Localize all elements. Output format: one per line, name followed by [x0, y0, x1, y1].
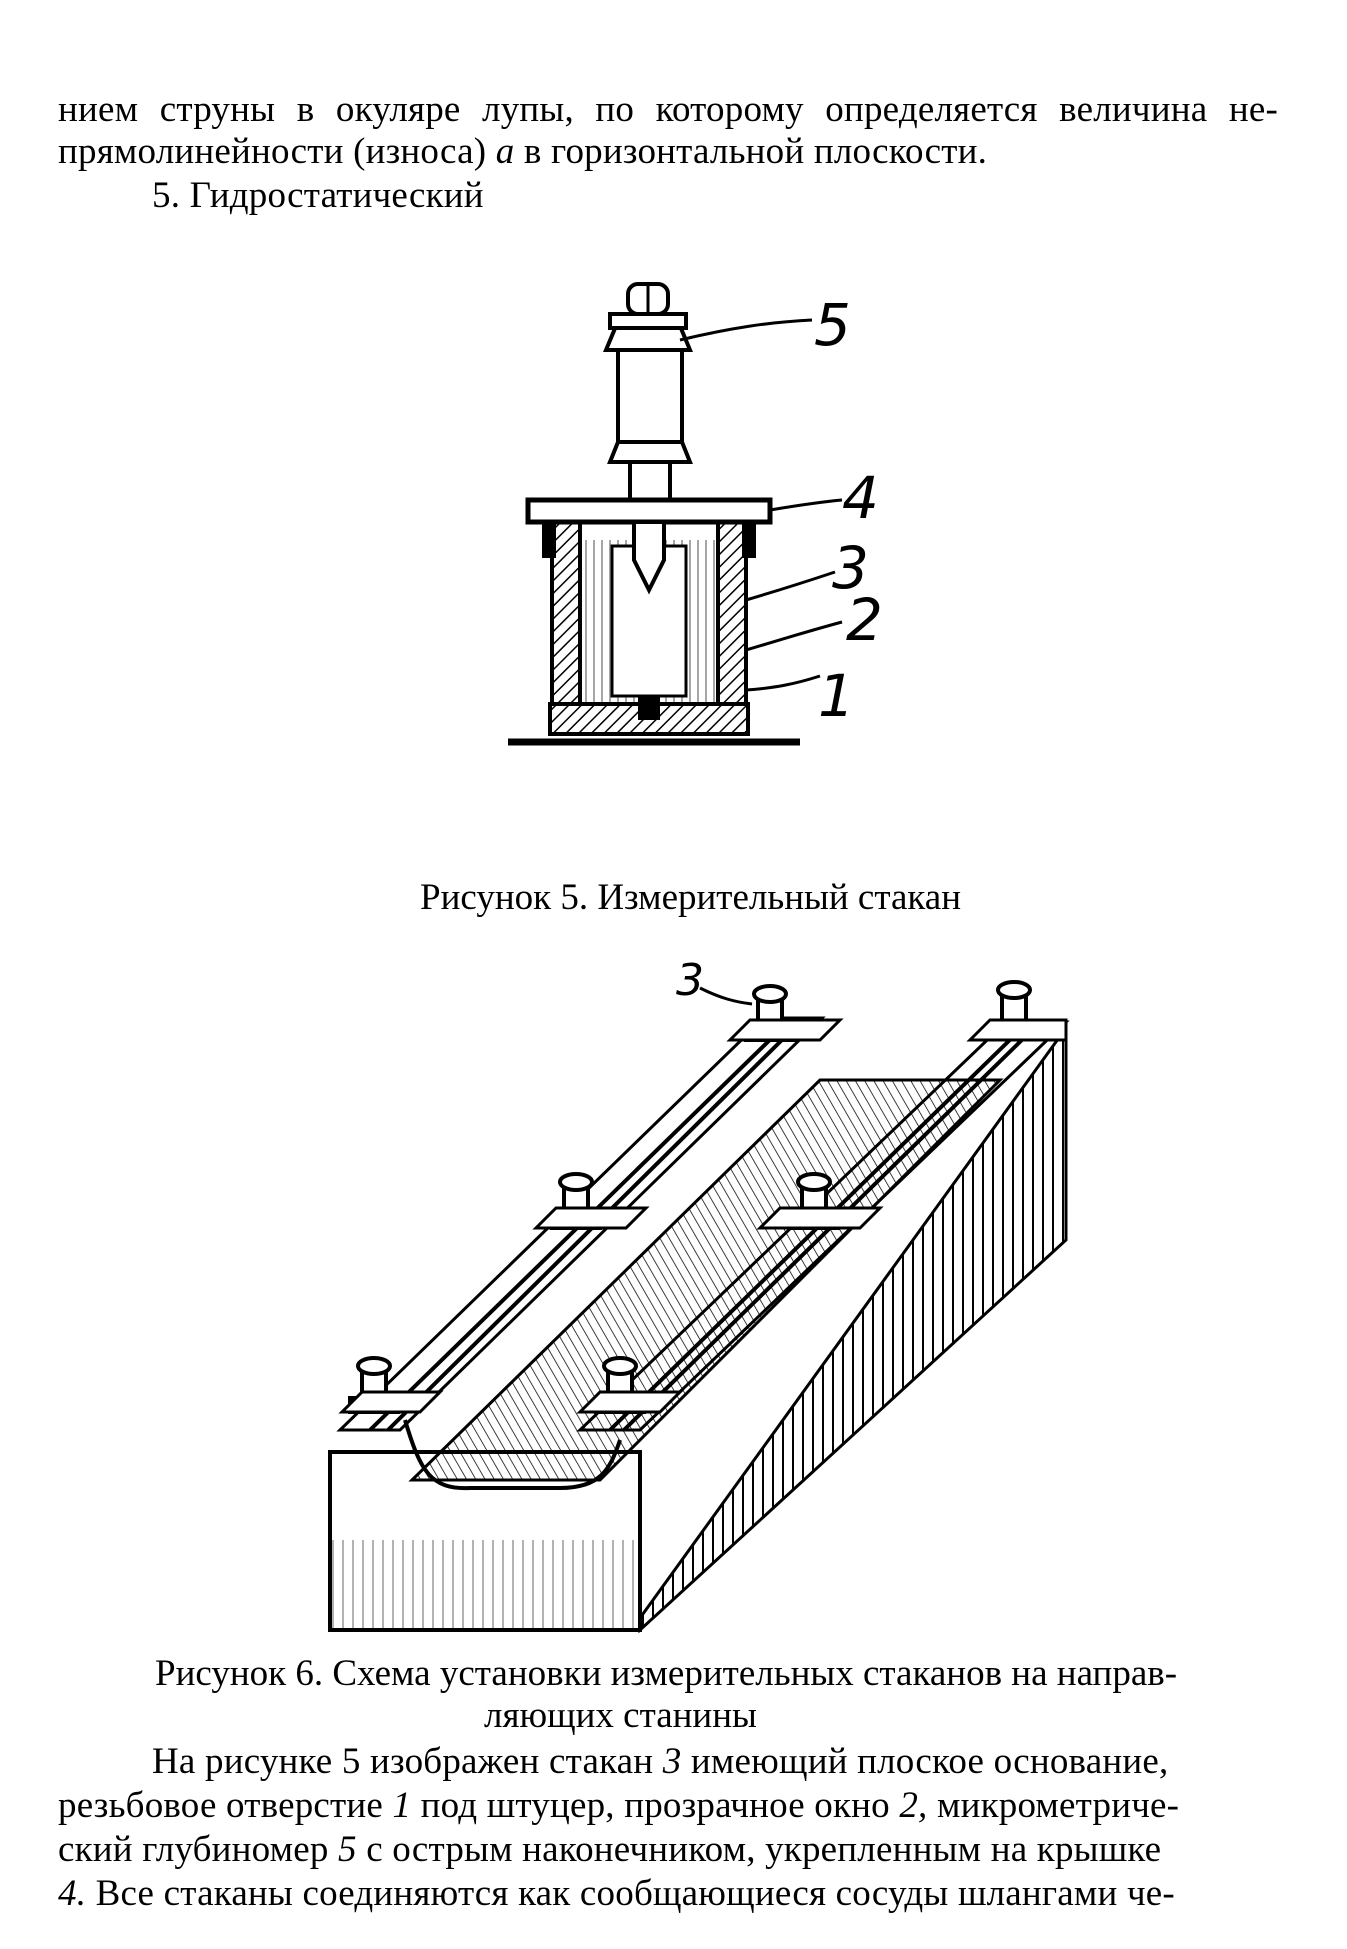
body-text-line: резьбовое отверстие 1 под штуцер, прозра… — [58, 1784, 1179, 1828]
figure-5-label-1: 1 — [818, 662, 855, 730]
figure-5-label-4: 4 — [842, 464, 879, 532]
leader-lines — [679, 318, 843, 692]
cup-icon — [788, 1172, 840, 1230]
cup-left-wall — [550, 520, 582, 706]
body-text-line: прямолинейности (износа) a в горизонталь… — [58, 130, 987, 174]
figure-6-caption-line1: Рисунок 6. Схема установки измерительных… — [155, 1653, 1178, 1694]
micrometer-sleeve — [607, 440, 693, 464]
cup-icon — [988, 980, 1040, 1038]
cup-icon — [594, 1356, 646, 1414]
figure-5-caption: Рисунок 5. Измерительный стакан — [420, 877, 962, 918]
text-run: Все стаканы соединяются как сообщающиеся… — [86, 1873, 1175, 1914]
cup-icon — [550, 1172, 602, 1230]
list-item-heading: 5. Гидростатический — [152, 174, 484, 218]
figure-6-label-3: 3 — [676, 955, 704, 1006]
text-run: с острым наконечником, укрепленным на кр… — [356, 1829, 1162, 1870]
right-guide-top — [576, 1020, 1070, 1432]
variable: 3 — [662, 1741, 682, 1782]
cup-base — [548, 702, 750, 736]
variable: 5 — [338, 1829, 357, 1870]
micrometer-barrel — [616, 348, 684, 444]
figure-6-caption-line2: ляющих станины — [484, 1695, 757, 1736]
body-text-line: На рисунке 5 изображен стакан 3 имеющий … — [152, 1740, 1168, 1784]
threaded-hole — [638, 696, 660, 720]
text-run: ский глубиномер — [58, 1829, 339, 1870]
mounting-blocks — [338, 1018, 1068, 1414]
text-run: под штуцер, прозрачное окно — [411, 1785, 900, 1826]
figure-5-label-5: 5 — [814, 291, 851, 359]
connecting-hoses — [368, 1028, 1032, 1491]
micrometer-knob — [626, 282, 670, 316]
text-run: нием струны в окуляре лупы, по которому … — [58, 89, 1278, 130]
body-text-line: ский глубиномер 5 с острым наконечником,… — [58, 1828, 1161, 1872]
variable: 1 — [392, 1785, 412, 1826]
body-text-line: нием струны в окуляре лупы, по которому … — [58, 88, 1278, 132]
variable: 2, — [899, 1785, 928, 1826]
center-channel — [408, 1078, 1004, 1482]
text-run: в горизонтальной плоскости. — [514, 131, 988, 172]
micrometer-tip — [632, 520, 666, 595]
left-guide-top — [336, 1016, 826, 1432]
bed-front-face — [328, 1450, 642, 1632]
text-run: На рисунке 5 изображен стакан — [152, 1741, 663, 1782]
text-run: прямолинейности (износа) — [58, 131, 496, 172]
micrometer-head — [603, 324, 693, 352]
variable: 4. — [58, 1873, 87, 1914]
text-run: резьбовое отверстие — [58, 1785, 393, 1826]
text-run: микрометриче- — [927, 1785, 1180, 1826]
cup-icon — [348, 1356, 400, 1414]
cup-right-wall — [716, 520, 748, 706]
figure-5-label-3: 3 — [832, 534, 869, 602]
cup-transparent-window — [580, 540, 718, 704]
text-run: 5. Гидростатический — [152, 175, 484, 216]
variable-a: a — [495, 131, 515, 172]
text-run: имеющий плоское основание, — [681, 1741, 1169, 1782]
cup-cover-plate — [525, 497, 773, 525]
cup-icon — [744, 984, 796, 1042]
measuring-cups — [348, 980, 1040, 1414]
body-text-line: 4. Все стаканы соединяются как сообщающи… — [58, 1872, 1175, 1916]
bed-side-face — [638, 1023, 1068, 1634]
figure-5-label-2: 2 — [846, 586, 883, 654]
